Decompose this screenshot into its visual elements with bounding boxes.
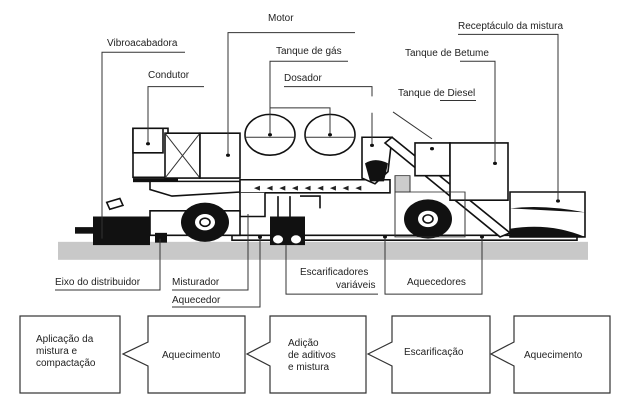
step-text: compactação [36,358,96,369]
step-text: e mistura [288,362,330,373]
label-tanque-gas: Tanque de gás [276,46,342,57]
step-box: Escarificação [366,315,491,394]
label-dosador: Dosador [284,73,322,84]
label-tanque-diesel: Tanque de Diesel [398,88,475,99]
ground [58,241,588,260]
label-aquecedores: Aquecedores [407,277,466,288]
label-eixo-distribuidor: Eixo do distribuidor [55,277,141,288]
flow-arrows: ◄ ◄ ◄ ◄ ◄ ◄ ◄ ◄ ◄ [252,183,363,192]
process-flow: Aplicação da mistura e compactação Aquec… [19,315,611,394]
step-box: Aquecimento [489,315,611,394]
label-vibroacabadora: Vibroacabadora [107,38,178,49]
step-text: de aditivos [288,350,336,361]
step-box: Aplicação da mistura e compactação [19,315,121,394]
label-variaveis: variáveis [336,280,375,291]
label-condutor: Condutor [148,70,190,81]
step-text: mistura e [36,346,78,357]
label-aquecedor: Aquecedor [172,295,221,306]
step-text: Aplicação da [36,334,94,345]
step-text: Escarificação [404,347,464,358]
leader-lines [55,33,560,294]
step-box: Aquecimento [121,315,246,394]
step-box: Adição de aditivos e mistura [245,315,367,394]
label-misturador: Misturador [172,277,220,288]
label-receptaculo: Receptáculo da mistura [458,21,563,32]
step-text: Aquecimento [162,350,221,361]
label-escarificadores: Escarificadores [300,267,368,278]
step-text: Adição [288,338,319,349]
label-motor: Motor [268,13,294,24]
step-text: Aquecimento [524,350,583,361]
aquecedor-leader-line [172,237,260,307]
label-tanque-betume: Tanque de Betume [405,48,489,59]
